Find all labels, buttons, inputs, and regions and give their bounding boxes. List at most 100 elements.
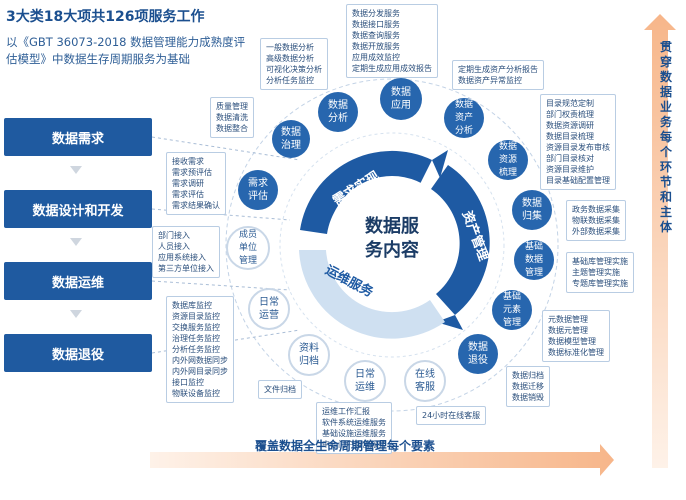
box-meta: 元数据管理 数据元管理 数据模型管理 数据标准化管理 (542, 310, 610, 362)
right-arrow (644, 14, 676, 468)
box-req-item: 需求评估 (172, 190, 204, 199)
box-resource-item: 数据目录梳理 (546, 132, 594, 141)
box-resource: 目录规范定制 部门权责梳理 数据资源调研 数据目录梳理 资源目录发布审核 部门目… (540, 94, 616, 190)
box-ops-item: 内外网数据同步 (172, 356, 228, 365)
node-archive: 资料归档 (288, 334, 330, 376)
box-analysis-item: 一般数据分析 (266, 43, 314, 52)
box-app-item: 数据查询服务 (352, 31, 400, 40)
stage-arrow-3 (70, 310, 82, 318)
box-analysis-item: 高级数据分析 (266, 54, 314, 63)
bottom-arrow (150, 444, 614, 476)
box-member-item: 部门接入 (158, 231, 190, 240)
stage-data-retire: 数据退役 (4, 334, 152, 372)
box-base-item: 专题库管理实施 (572, 279, 628, 288)
box-app-item: 数据开放服务 (352, 42, 400, 51)
inner-orbit (279, 132, 505, 358)
node-data-governance: 数据治理 (272, 120, 310, 158)
box-archive: 文件归档 (258, 380, 302, 399)
box-ops-item: 交换服务监控 (172, 323, 220, 332)
node-daily-ops: 日常运营 (248, 288, 290, 330)
box-online: 24小时在线客服 (416, 406, 487, 425)
box-ops-item: 数据库监控 (172, 301, 212, 310)
box-base-item: 基础库管理实施 (572, 257, 628, 266)
box-analysis: 一般数据分析 高级数据分析 可视化决策分析 分析任务监控 (260, 38, 328, 90)
box-resource-item: 资源目录发布审核 (546, 143, 610, 152)
box-requirements: 接收需求 需求预评估 需求调研 需求评估 需求结果确认 (166, 152, 226, 215)
box-retire-item: 数据归档 (512, 371, 544, 380)
box-governance: 质量管理 数据清洗 数据整合 (210, 97, 254, 138)
box-resource-item: 资源目录维护 (546, 165, 594, 174)
box-online-item: 24小时在线客服 (422, 411, 481, 420)
node-asset-analysis: 数据资产分析 (444, 98, 484, 138)
box-app-item: 应用成效监控 (352, 53, 400, 62)
box-governance-item: 数据清洗 (216, 113, 248, 122)
box-ops-item: 物联设备监控 (172, 389, 220, 398)
box-maint-item: 运维工作汇报 (322, 407, 370, 416)
node-data-analysis: 数据分析 (318, 92, 358, 132)
box-asset-item: 定期生成资产分析报告 (458, 65, 538, 74)
box-maint: 运维工作汇报 软件系统运维服务 基础设施运维服务 中心门户运营服务 (316, 402, 392, 454)
box-resource-item: 部门目录核对 (546, 154, 594, 163)
center-title-line2: 务内容 (365, 239, 419, 261)
node-daily-maint: 日常运维 (344, 360, 386, 402)
box-app-item: 定期生成应用成效报告 (352, 64, 432, 73)
box-retire-item: 数据销毁 (512, 393, 544, 402)
service-donut (299, 150, 490, 339)
box-ops-item: 资源目录监控 (172, 312, 220, 321)
box-collect: 政务数据采集 物联数据采集 外部数据采集 (566, 200, 626, 241)
ring-demand-arrowhead (432, 150, 448, 178)
box-asset: 定期生成资产分析报告 数据资产异常监控 (452, 60, 544, 90)
box-resource-item: 目录基础配置管理 (546, 176, 610, 185)
center-title-line1: 数据服 (365, 215, 420, 237)
box-maint-item: 基础设施运维服务 (322, 429, 386, 438)
stage-data-ops: 数据运维 (4, 262, 152, 300)
box-meta-item: 数据模型管理 (548, 337, 596, 346)
box-collect-item: 政务数据采集 (572, 205, 620, 214)
box-resource-item: 目录规范定制 (546, 99, 594, 108)
node-data-retire: 数据退役 (458, 334, 498, 374)
node-member-unit: 成员单位管理 (226, 226, 270, 270)
bottom-banner-text: 覆盖数据全生命周期管理每个要素 (255, 439, 436, 453)
ring-ops-segment (299, 250, 445, 339)
box-collect-item: 物联数据采集 (572, 216, 620, 225)
box-governance-item: 数据整合 (216, 124, 248, 133)
connector-demand (151, 136, 301, 161)
box-req-item: 需求预评估 (172, 168, 212, 177)
box-analysis-item: 可视化决策分析 (266, 65, 322, 74)
node-base-data-mgmt: 基础数据管理 (514, 240, 554, 280)
box-asset-item: 数据资产异常监控 (458, 76, 522, 85)
box-ops-item: 内外网目录同步 (172, 367, 228, 376)
box-maint-item: 中心门户运营服务 (322, 440, 386, 449)
ring-asset-arrowhead (436, 315, 463, 330)
box-archive-item: 文件归档 (264, 385, 296, 394)
box-app-item: 数据接口服务 (352, 20, 400, 29)
box-req-item: 接收需求 (172, 157, 204, 166)
box-retire: 数据归档 数据迁移 数据销毁 (506, 366, 550, 407)
ring-asset-segment (431, 165, 490, 315)
node-req-eval: 需求评估 (238, 170, 278, 210)
box-resource-item: 数据资源调研 (546, 121, 594, 130)
box-analysis-item: 分析任务监控 (266, 76, 314, 85)
box-app-item: 数据分发服务 (352, 9, 400, 18)
box-ops-item: 分析任务监控 (172, 345, 220, 354)
box-base-item: 主题管理实施 (572, 268, 620, 277)
box-meta-item: 元数据管理 (548, 315, 588, 324)
box-req-item: 需求结果确认 (172, 201, 220, 210)
box-app: 数据分发服务 数据接口服务 数据查询服务 数据开放服务 应用成效监控 定期生成应… (346, 4, 438, 78)
box-meta-item: 数据标准化管理 (548, 348, 604, 357)
box-meta-item: 数据元管理 (548, 326, 588, 335)
box-ops-item: 治理任务监控 (172, 334, 220, 343)
node-data-collect: 数据归集 (512, 190, 552, 230)
box-req-item: 需求调研 (172, 179, 204, 188)
box-collect-item: 外部数据采集 (572, 227, 620, 236)
box-ops: 数据库监控 资源目录监控 交换服务监控 治理任务监控 分析任务监控 内外网数据同… (166, 296, 234, 403)
stage-data-design: 数据设计和开发 (4, 190, 152, 228)
box-base-data: 基础库管理实施 主题管理实施 专题库管理实施 (566, 252, 634, 293)
node-online-service: 在线客服 (404, 360, 446, 402)
node-meta-mgmt: 基础元素管理 (492, 290, 532, 330)
box-member-item: 人员接入 (158, 242, 190, 251)
page-subtitle: 以《GBT 36073-2018 数据管理能力成熟度评估模型》中数据生存周期服务… (6, 35, 246, 66)
box-resource-item: 部门权责梳理 (546, 110, 594, 119)
node-resource-sort: 数据资源梳理 (488, 140, 528, 180)
